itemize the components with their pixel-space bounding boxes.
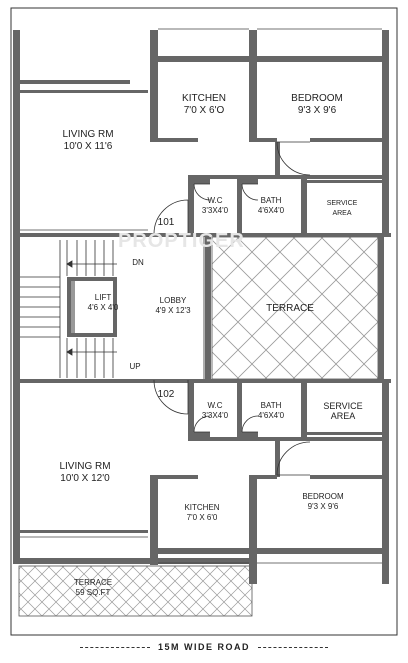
stair-up-label: UP <box>129 362 141 371</box>
thin-lines <box>20 28 382 564</box>
terrace-bottom-hatch <box>18 565 253 617</box>
terrace-mid-label: TERRACE <box>266 303 314 314</box>
road-dash-right <box>258 647 328 649</box>
road-label: 15M WIDE ROAD <box>157 642 250 652</box>
stair-down-label: DN <box>132 258 144 267</box>
watermark-text: PROPTIGER <box>118 230 245 252</box>
unit-101-label: 101 <box>157 217 175 228</box>
road-dash-left <box>79 647 150 649</box>
road-caption: 15M WIDE ROAD <box>0 642 408 652</box>
unit-102-label: 102 <box>157 389 175 400</box>
staircase <box>20 240 117 378</box>
door-swings <box>153 141 311 476</box>
walls <box>13 30 391 584</box>
site-boundary <box>10 7 398 636</box>
